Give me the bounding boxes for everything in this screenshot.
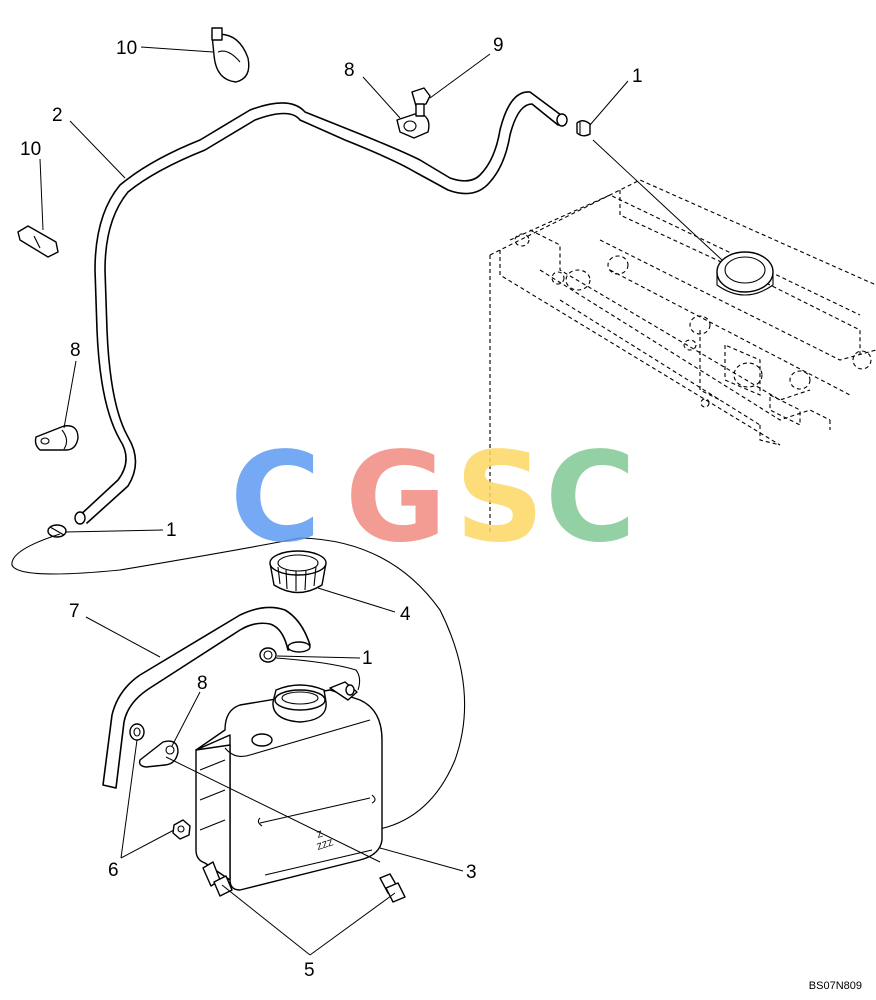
callout-8-lower: 8 [197,673,208,694]
clamp-1-left [47,524,67,538]
nut-6-lower [172,819,191,840]
bolt-5-right [379,873,406,903]
clamp-10-top [211,27,250,83]
callout-9: 9 [493,35,504,56]
filler-cap [269,550,327,594]
watermark-letter-c2: C [545,426,636,570]
vent-line [11,533,466,831]
leader-lines [39,46,723,956]
callout-8-left: 8 [70,340,81,361]
bracket-8-top [396,112,430,139]
callout-2: 2 [52,105,63,126]
nut-6-upper [129,723,145,741]
fill-hose [102,606,311,789]
bolt-9-top [411,87,431,117]
reservoir-tank: Z ZZZ [195,681,383,891]
callout-1-mid: 1 [362,648,373,669]
callout-6: 6 [108,860,119,881]
tank-label-2: ZZZ [316,837,335,852]
callout-10-top: 10 [116,38,137,59]
clamp-10-left [17,225,59,258]
callout-3: 3 [466,862,477,883]
callout-4: 4 [400,604,411,625]
watermark-letter-s: S [455,426,544,570]
watermark-letter-c1: C [230,426,321,570]
engine-cap [716,251,774,296]
callout-1-left: 1 [166,520,177,541]
tank-vent-tube [275,657,361,691]
drawing-code: BS07N809 [808,980,862,992]
callout-10-left: 10 [20,139,41,160]
watermark-letter-g: G [345,426,447,570]
clamp-1-top [576,120,591,137]
callout-5: 5 [304,960,315,981]
callout-numbers: 10 10 2 8 8 9 1 1 4 7 1 8 3 6 5 [20,35,643,981]
bracket-8-left [34,425,79,451]
callout-1-top: 1 [632,66,643,87]
watermark: C G S C [230,426,636,570]
clamp-1-mid [259,647,277,663]
tank-label-1: Z [316,829,325,840]
callout-8-top: 8 [344,60,355,81]
overflow-hose [74,91,568,525]
callout-7: 7 [69,601,80,622]
engine-outline [489,179,876,535]
